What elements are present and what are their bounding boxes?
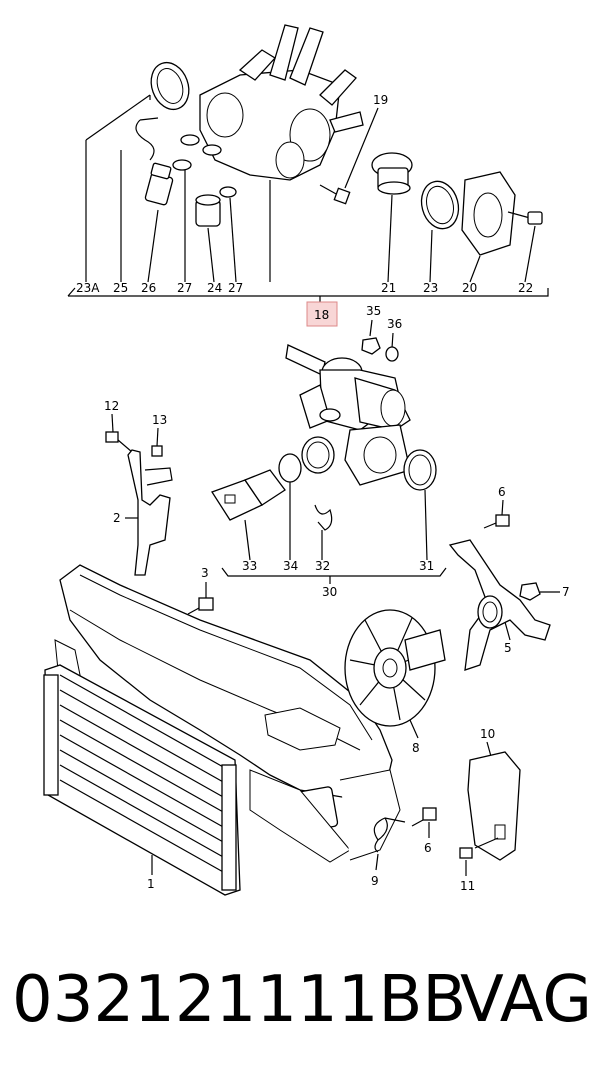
thermostat-cover-20	[461, 171, 516, 256]
bracket-5: 5	[448, 539, 551, 671]
radiator-1: 1	[43, 664, 241, 896]
clip-25	[135, 117, 159, 161]
bracket-top	[67, 287, 549, 302]
callout-34: 34	[283, 559, 298, 573]
callout-13: 13	[152, 413, 167, 427]
clip-32	[314, 504, 333, 531]
caption: 032121111BB VAG	[0, 955, 600, 1045]
callout-36: 36	[387, 317, 402, 331]
leader-lines-top	[85, 94, 536, 283]
callout-31: 31	[419, 559, 434, 573]
sender-33	[211, 469, 286, 521]
callout-27: 27	[177, 281, 192, 295]
callout-19: 19	[373, 93, 388, 107]
brand-name: VAG	[460, 963, 592, 1037]
bracket-mid	[221, 567, 447, 584]
bolt-19	[319, 184, 351, 205]
callout-18[interactable]: 18	[314, 308, 329, 322]
callout-7: 7	[562, 585, 570, 599]
callout-32: 32	[315, 559, 330, 573]
bolt-11: 11	[459, 847, 475, 893]
bolt-6-upper: 6	[483, 485, 510, 529]
callout-1: 1	[147, 877, 155, 891]
callout-6: 6	[498, 485, 506, 499]
part-number: 032121111BB	[12, 963, 467, 1037]
callout-23a: 23A	[76, 281, 100, 295]
ring-34	[278, 453, 302, 483]
sender-26	[144, 162, 174, 206]
nut-7: 7	[519, 582, 570, 601]
highlight-box-18[interactable]	[306, 301, 338, 327]
bracket-2: 12 13 2	[104, 399, 173, 576]
bracket-10: 10	[467, 727, 521, 861]
callout-9: 9	[371, 874, 379, 888]
bolt-3: 3	[187, 566, 214, 615]
coolant-flange-30: 35 36	[211, 304, 437, 561]
callout-6: 6	[424, 841, 432, 855]
callout-10: 10	[480, 727, 495, 741]
callout-27: 27	[228, 281, 243, 295]
callout-5: 5	[504, 641, 512, 655]
callout-35: 35	[366, 304, 381, 318]
callout-3: 3	[201, 566, 209, 580]
plug-24	[195, 194, 221, 227]
bolt-22	[507, 211, 543, 225]
callout-12: 12	[104, 399, 119, 413]
nut-35	[361, 337, 381, 355]
callout-25: 25	[113, 281, 128, 295]
washer-36	[385, 346, 399, 362]
callout-8: 8	[412, 741, 420, 755]
lock-carrier	[54, 564, 401, 863]
callout-23: 23	[423, 281, 438, 295]
callout-21: 21	[381, 281, 396, 295]
callout-33: 33	[242, 559, 257, 573]
callout-24: 24	[207, 281, 222, 295]
callout-11: 11	[460, 879, 475, 893]
clip-9: 9	[371, 817, 406, 888]
callout-22: 22	[518, 281, 533, 295]
bolt-6-lower: 6	[411, 807, 437, 855]
callout-26: 26	[141, 281, 156, 295]
callout-2: 2	[113, 511, 121, 525]
callout-20: 20	[462, 281, 477, 295]
fan-8: 8	[344, 609, 446, 755]
coolant-flange-assembly	[135, 24, 543, 256]
parts-diagram: 23A 25 26 27 24 27 19 21 23 20 22 18 35 …	[43, 24, 570, 896]
thermostat-21	[371, 152, 413, 195]
callout-30: 30	[322, 585, 337, 599]
